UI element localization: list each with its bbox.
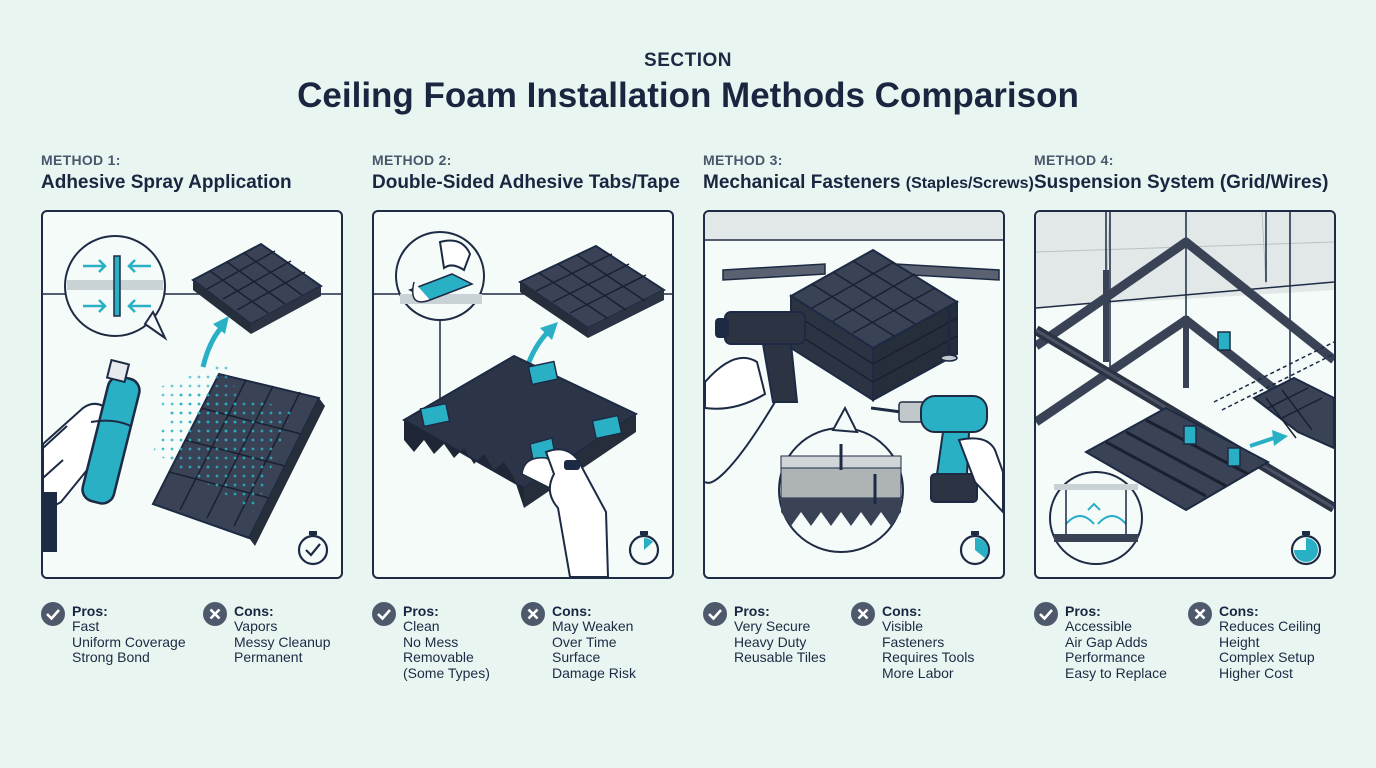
slide-arrow-icon [1249,436,1275,448]
section-eyebrow: SECTION [644,50,732,71]
pro-item: Reusable Tiles [734,649,826,666]
adhesive-tab-icon [591,414,623,440]
pros-check-icon [372,602,396,626]
pros-check-icon [703,602,727,626]
peeling-hand [521,437,610,577]
cons-x-icon [851,602,875,626]
method-1-number: METHOD 1: [41,152,121,168]
foam-tile [789,248,959,402]
pro-item: Clean [403,618,440,634]
pro-item: Removable [403,649,474,666]
cons-x-icon [521,602,545,626]
pro-item: Uniform Coverage [72,633,186,650]
staple-gun-icon [705,311,806,484]
method-4-column: METHOD 4: Suspension System (Grid/Wires) [1034,150,1336,710]
pro-item: Heavy Duty [734,633,807,650]
method-4-number: METHOD 4: [1034,152,1114,168]
stopwatch-icon [297,531,329,566]
con-item: Visible [882,618,923,634]
con-item: Vapors [234,618,278,634]
foam-tiles [1083,376,1334,512]
con-item: Higher Cost [1219,664,1293,681]
method-2-number: METHOD 2: [372,152,452,168]
con-item: Over Time [552,633,617,650]
method-1-column: METHOD 1: Adhesive Spray Application [41,150,343,710]
tape-detail-bubble [395,231,485,402]
method-1-illustration [41,210,343,579]
pro-item: Easy to Replace [1065,664,1167,681]
method-2-illustration [372,210,674,579]
con-item: Height [1219,633,1260,650]
mounted-foam-tile [191,242,323,334]
method-3-column: METHOD 3: Mechanical Fasteners (Staples/… [703,152,1034,681]
pro-item: (Some Types) [403,664,490,681]
pro-item: Accessible [1065,618,1132,634]
lift-arrow-icon [200,326,223,368]
pro-item: Air Gap Adds [1065,633,1148,650]
adhesive-tab-icon [527,360,559,386]
stopwatch-icon [959,531,991,566]
con-item: Damage Risk [552,664,637,681]
mounted-foam-tile [517,244,667,338]
pro-item: Strong Bond [72,649,150,666]
pros-check-icon [1034,602,1058,626]
method-2-name: Double-Sided Adhesive Tabs/Tape [372,172,680,193]
method-4-name: Suspension System (Grid/Wires) [1034,172,1329,193]
con-item: Messy Cleanup [234,633,331,650]
method-3-illustration [703,210,1005,579]
con-item: May Weaken [552,618,634,634]
pro-item: Very Secure [734,618,811,634]
spray-can-icon [43,358,141,552]
con-item: Surface [552,649,601,666]
method-3-number: METHOD 3: [703,152,783,168]
foam-panel [401,354,639,508]
method-1-name: Adhesive Spray Application [41,172,292,193]
method-4-illustration [1034,210,1336,579]
pros-check-icon [41,602,65,626]
grid-clip [1183,425,1197,445]
con-item: Complex Setup [1219,649,1315,666]
screw-icon [940,308,958,362]
stopwatch-icon [1290,531,1322,566]
con-item: More Labor [882,664,954,681]
pro-item: Performance [1065,649,1146,666]
con-item: Requires Tools [882,649,975,666]
adhesive-detail-bubble [64,235,168,341]
pro-item: No Mess [403,633,459,650]
cons-x-icon [1188,602,1212,626]
air-gap-detail-bubble [1049,471,1143,565]
stopwatch-icon [628,531,660,566]
grid-clip [1217,331,1231,351]
grid-clip [1227,447,1241,467]
method-3-name: Mechanical Fasteners (Staples/Screws) [703,172,1034,193]
drill-icon [870,395,1003,514]
con-item: Permanent [234,649,303,666]
fastener-detail-bubble [778,405,904,553]
con-item: Fasteners [882,633,945,650]
foam-panel [151,372,325,546]
adhesive-tab-icon [419,402,451,428]
con-item: Reduces Ceiling [1219,618,1321,634]
pro-item: Fast [72,618,100,634]
method-2-column: METHOD 2: Double-Sided Adhesive Tabs/Tap… [372,152,680,681]
cons-x-icon [203,602,227,626]
page-title: Ceiling Foam Installation Methods Compar… [297,76,1079,115]
